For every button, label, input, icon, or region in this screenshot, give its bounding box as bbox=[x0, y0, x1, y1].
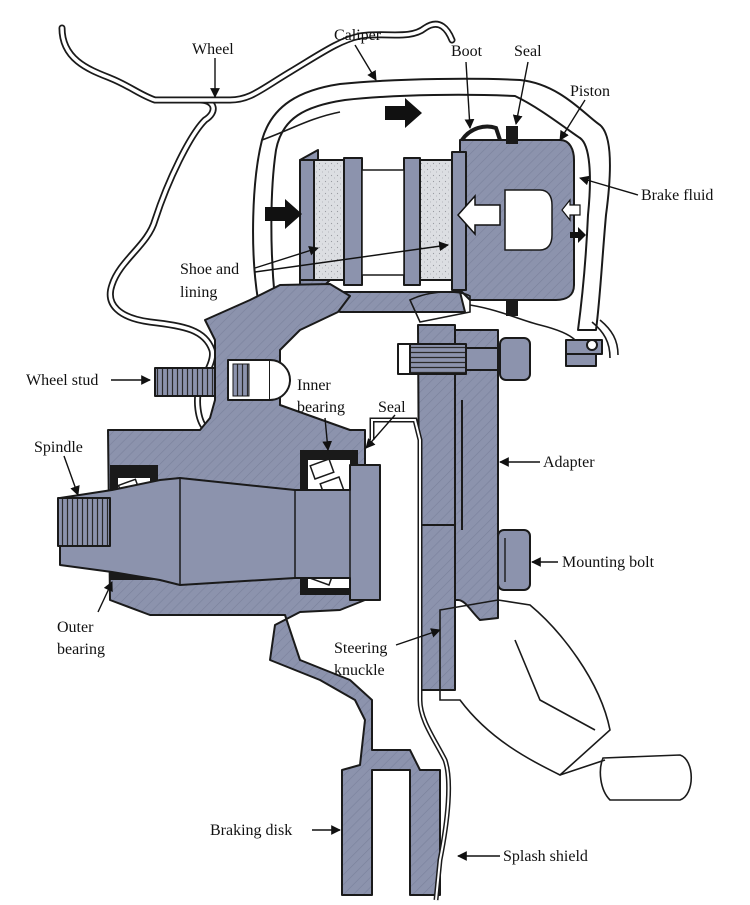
label-steering: Steering bbox=[334, 640, 387, 657]
caliper-mount bbox=[408, 291, 576, 341]
disk-top-section bbox=[343, 157, 421, 286]
labels: Wheel Caliper Boot Seal Piston Brake flu… bbox=[26, 27, 713, 865]
brake-fluid-line bbox=[565, 319, 619, 367]
steering-knuckle bbox=[417, 324, 499, 691]
label-piston: Piston bbox=[570, 83, 610, 100]
label-mounting-bolt: Mounting bolt bbox=[562, 554, 655, 571]
label-seal-mid: Seal bbox=[378, 399, 406, 416]
label-seal-top: Seal bbox=[514, 43, 542, 60]
label-bearing-outer: bearing bbox=[57, 641, 105, 658]
label-braking-disk: Braking disk bbox=[210, 822, 292, 839]
spindle bbox=[57, 464, 381, 601]
wheel-stud bbox=[154, 359, 291, 401]
brake-shoe-inner bbox=[419, 151, 467, 291]
leader-lines bbox=[63, 44, 639, 861]
label-splash-shield: Splash shield bbox=[503, 848, 588, 865]
wheel-rim bbox=[58, 20, 456, 432]
label-shoe-and: Shoe and bbox=[180, 261, 239, 278]
label-brake-fluid: Brake fluid bbox=[641, 187, 713, 204]
label-wheel-stud: Wheel stud bbox=[26, 372, 98, 389]
splash-shield bbox=[369, 417, 452, 901]
knuckle-arm bbox=[439, 599, 692, 801]
label-bearing-inner: bearing bbox=[297, 399, 345, 416]
piston-boot bbox=[460, 124, 502, 142]
label-wheel: Wheel bbox=[192, 41, 234, 58]
label-boot: Boot bbox=[451, 43, 483, 60]
adapter-bolt bbox=[397, 337, 531, 381]
label-lining: lining bbox=[180, 284, 217, 301]
mounting-bolt-head bbox=[497, 529, 531, 591]
label-caliper: Caliper bbox=[334, 27, 382, 44]
label-adapter: Adapter bbox=[543, 454, 595, 471]
wheel-hub bbox=[107, 283, 441, 896]
label-inner: Inner bbox=[297, 377, 331, 394]
caliper-housing bbox=[252, 77, 611, 331]
label-outer: Outer bbox=[57, 619, 94, 636]
brake-shoe-outer bbox=[299, 159, 345, 281]
force-arrows bbox=[265, 98, 586, 243]
label-knuckle: knuckle bbox=[334, 662, 385, 679]
label-spindle: Spindle bbox=[34, 439, 83, 456]
